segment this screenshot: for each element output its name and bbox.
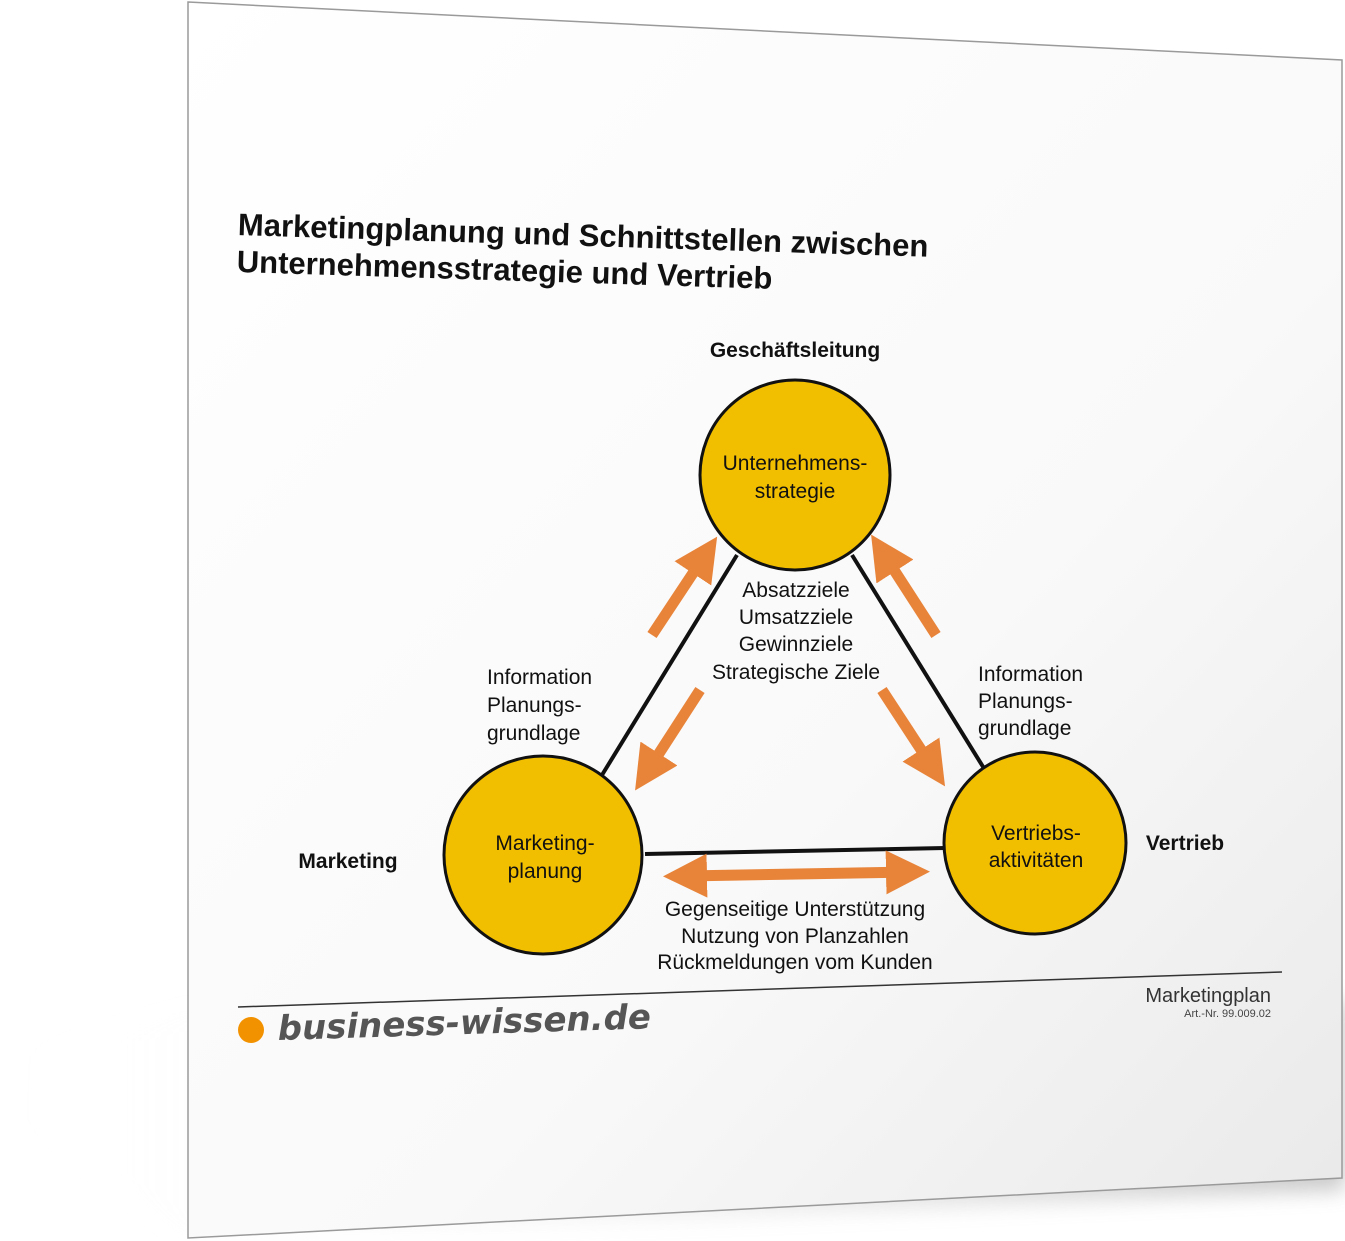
arrow-down-right: [877, 686, 946, 787]
doc-title: Marketingplan: [1145, 985, 1271, 1007]
node-top-label-1: Unternehmens-: [723, 452, 868, 475]
bottom-info: Gegenseitige Unterstützung Nutzung von P…: [657, 898, 933, 974]
right-info-line: Planungs-: [978, 690, 1073, 713]
right-info-line: grundlage: [978, 717, 1071, 740]
node-marketingplanung: [442, 754, 644, 956]
arrow-up-right: [871, 534, 941, 638]
center-goals: Absatzziele Umsatzziele Gewinnziele Stra…: [712, 579, 880, 684]
left-info-line: grundlage: [487, 722, 580, 745]
node-left-label-1: Marketing-: [495, 832, 594, 855]
arrow-up-left: [647, 536, 718, 639]
left-info: Information Planungs- grundlage: [487, 666, 592, 745]
role-vertrieb: Vertrieb: [1146, 832, 1224, 855]
arrow-down-left: [635, 687, 705, 791]
goal-item: Strategische Ziele: [712, 661, 880, 684]
node-unternehmensstrategie: [698, 378, 892, 572]
brand-dot-icon: [238, 1017, 264, 1043]
left-info-line: Planungs-: [487, 694, 582, 717]
connector-right: [850, 553, 987, 772]
node-top-label-2: strategie: [755, 480, 836, 503]
role-marketing: Marketing: [298, 850, 397, 873]
footer-divider: [237, 971, 1283, 1008]
arrow-bidirectional-bottom: [663, 850, 930, 898]
bottom-info-line: Nutzung von Planzahlen: [681, 925, 909, 948]
connector-left: [600, 553, 739, 777]
right-info-line: Information: [978, 663, 1083, 686]
node-left-label-2: planung: [508, 860, 583, 883]
bottom-info-line: Gegenseitige Unterstützung: [665, 898, 925, 921]
node-vertriebsaktivitaeten: [942, 750, 1128, 936]
node-right-label-2: aktivitäten: [989, 849, 1084, 872]
article-number: Art.-Nr. 99.009.02: [1184, 1008, 1271, 1020]
right-info: Information Planungs- grundlage: [978, 663, 1083, 740]
goal-item: Umsatzziele: [739, 606, 853, 629]
role-geschaeftsleitung: Geschäftsleitung: [710, 339, 880, 362]
goal-item: Gewinnziele: [739, 633, 853, 656]
bottom-info-line: Rückmeldungen vom Kunden: [657, 951, 933, 974]
node-right-label-1: Vertriebs-: [991, 822, 1081, 845]
left-info-line: Information: [487, 666, 592, 689]
goal-item: Absatzziele: [742, 579, 849, 602]
